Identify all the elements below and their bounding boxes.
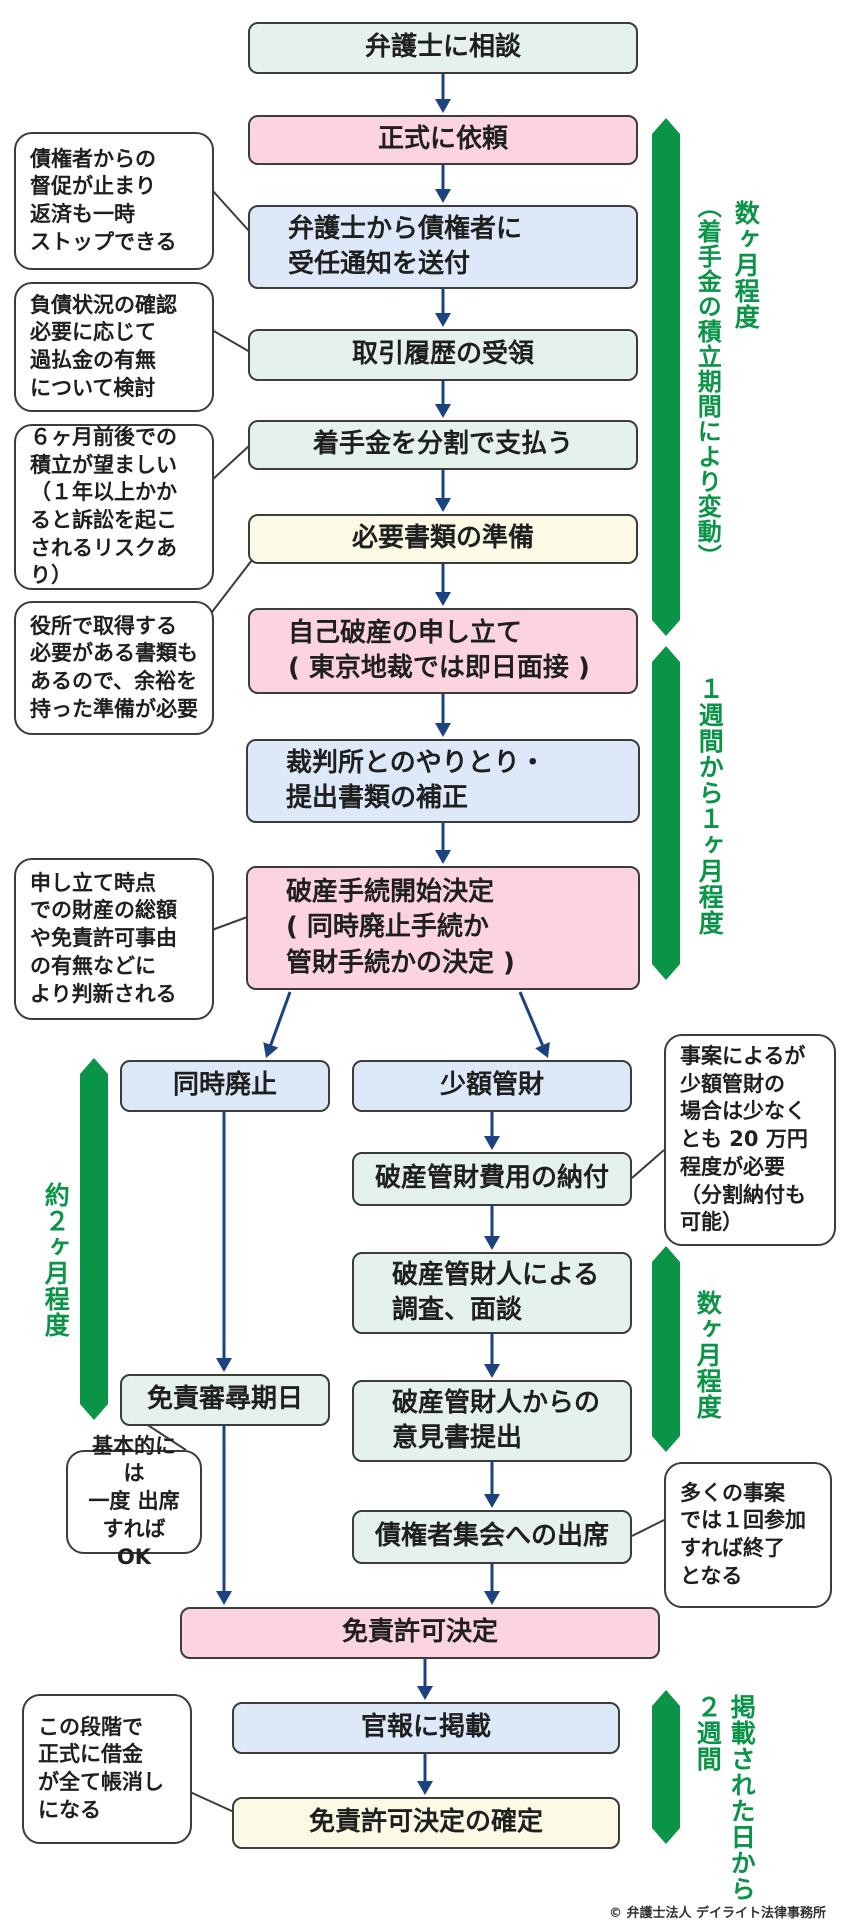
- step-gazette-publication: 官報に掲載: [232, 1702, 620, 1754]
- flow-arrow-head: [435, 99, 451, 113]
- callout-tail: [211, 559, 253, 613]
- note-savings: ６ヶ月前後での 積立が望ましい （１年以上かか ると訴訟を起こ されるリスクあり…: [14, 424, 214, 590]
- duration-months-label: 数ヶ月程度: [731, 200, 761, 330]
- callout-tail: [211, 444, 251, 481]
- flow-arrow-head: [535, 1041, 550, 1058]
- branch-simultaneous-abolition: 同時廃止: [120, 1060, 330, 1112]
- step-send-notice: 弁護士から債権者に 受任通知を送付: [248, 205, 638, 289]
- duration-week-to-month-label: １週間から１ヶ月程度: [695, 676, 725, 936]
- step-file-petition: 自己破産の申し立て ( 東京地裁では即日面接 ): [248, 608, 638, 694]
- duration-bar: [652, 1690, 680, 1844]
- callout-tail: [211, 329, 251, 353]
- note-small-admin-fee: 事案によるが 少額管財の 場合は少なく とも 20 万円 程度が必要 （分割納付…: [664, 1034, 836, 1246]
- duration-bar: [80, 1058, 108, 1420]
- step-trustee-interview: 破産管財人による 調査、面談: [352, 1252, 632, 1334]
- step-pay-admin-fee: 破産管財費用の納付: [352, 1152, 632, 1206]
- copyright-footer: © 弁護士法人 デイライト法律事務所: [608, 1906, 826, 1921]
- flow-arrow-head: [435, 189, 451, 203]
- callout-tail: [631, 1519, 665, 1537]
- callout-tail: [211, 189, 251, 233]
- duration-from-publication-label: 掲載された日から: [727, 1694, 757, 1902]
- flow-arrow-head: [484, 1591, 500, 1605]
- note-debt-check: 負債状況の確認 必要に応じて 過払金の有無 について検討: [14, 282, 214, 412]
- note-callout-tails: [139, 189, 665, 1813]
- flow-arrow-head: [216, 1591, 232, 1605]
- flow-arrow-head: [484, 1494, 500, 1508]
- step-formal-request: 正式に依頼: [248, 115, 638, 165]
- step-trustee-opinion: 破産管財人からの 意見書提出: [352, 1380, 632, 1462]
- flow-arrow-shaft: [269, 991, 292, 1046]
- flow-arrow-head: [435, 404, 451, 418]
- flow-arrow-head: [216, 1358, 232, 1372]
- step-prepare-docs: 必要書類の準備: [248, 514, 638, 564]
- branch-small-administration: 少額管財: [352, 1060, 632, 1112]
- step-receive-history: 取引履歴の受領: [248, 329, 638, 381]
- duration-bar: [652, 1246, 680, 1452]
- flow-arrow-head: [484, 1236, 500, 1250]
- duration-bars: [80, 118, 680, 1844]
- step-commencement-decision: 破産手続開始決定 ( 同時廃止手続か 管財手続かの決定 ): [246, 866, 640, 990]
- note-attend-once: 基本的には 一度 出席 すれば OK: [66, 1434, 202, 1569]
- note-debt-cleared: この段階で 正式に借金 が全て帳消し になる: [22, 1694, 192, 1844]
- flow-arrow-head: [484, 1364, 500, 1378]
- step-exemption-hearing: 免責審尋期日: [120, 1374, 330, 1426]
- flow-arrow-head: [435, 592, 451, 606]
- step-exemption-decision: 免責許可決定: [180, 1607, 660, 1659]
- flow-arrow-head: [263, 1042, 279, 1058]
- flow-arrow-head: [435, 498, 451, 512]
- flow-arrow-head: [435, 313, 451, 327]
- flow-arrows: [216, 74, 550, 1795]
- step-consult-lawyer: 弁護士に相談: [248, 22, 638, 74]
- duration-bar: [652, 646, 680, 980]
- flow-arrow-head: [435, 850, 451, 864]
- callout-tail: [211, 915, 251, 931]
- callout-tail: [189, 1791, 235, 1813]
- flow-arrow-head: [484, 1136, 500, 1150]
- duration-two-weeks-label: ２週間: [693, 1694, 723, 1772]
- flow-arrow-head: [417, 1781, 433, 1795]
- note-stop-collection: 債権者からの 督促が止まり 返済も一時 ストップできる: [14, 132, 214, 270]
- duration-bar: [652, 118, 680, 636]
- flow-arrow-shaft: [518, 991, 544, 1046]
- note-judgment-basis: 申し立て時点 での財産の総額 や免責許可事由 の有無などに より判新される: [14, 858, 214, 1020]
- step-decision-finalized: 免責許可決定の確定: [232, 1797, 620, 1849]
- duration-months-note: （着手金の積立期間により変動）: [693, 194, 722, 569]
- flow-arrow-head: [435, 723, 451, 737]
- duration-several-months-label: 数ヶ月程度: [693, 1290, 723, 1420]
- step-court-exchange: 裁判所とのやりとり・ 提出書類の補正: [246, 739, 640, 823]
- callout-tail: [631, 1149, 665, 1179]
- note-office-docs: 役所で取得する 必要がある書類も あるので、余裕を 持った準備が必要: [14, 601, 214, 735]
- note-meeting-once: 多くの事案 では１回参加 すれば終了 となる: [664, 1462, 832, 1608]
- step-pay-retainer: 着手金を分割で支払う: [248, 420, 638, 470]
- flow-arrow-head: [417, 1686, 433, 1700]
- duration-about-two-months-label: 約２ヶ月程度: [41, 1182, 71, 1338]
- step-creditors-meeting: 債権者集会への出席: [352, 1510, 632, 1564]
